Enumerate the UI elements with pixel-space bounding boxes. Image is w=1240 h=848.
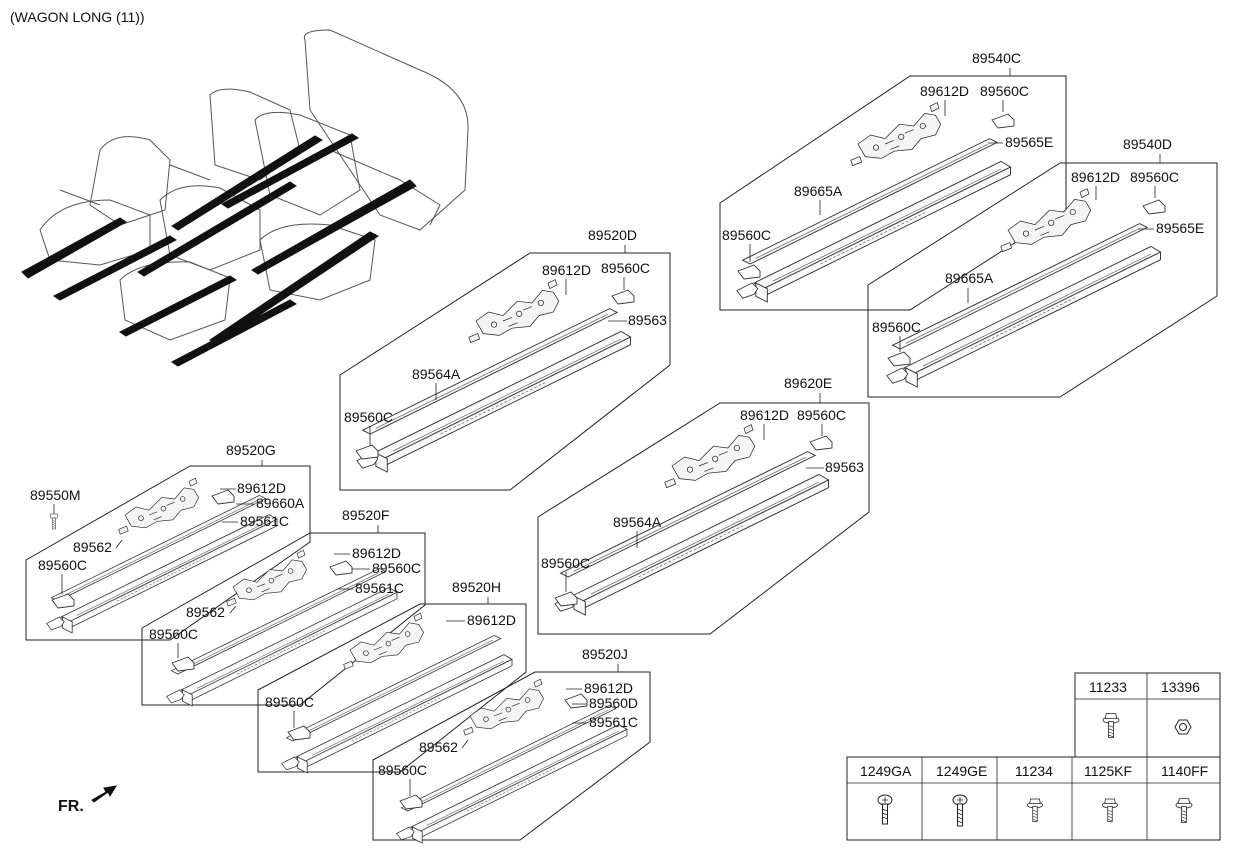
part-label-89560d[interactable]: 89560D bbox=[589, 695, 638, 711]
part-label-89560c[interactable]: 89560C bbox=[601, 260, 650, 276]
part-label-89660a[interactable]: 89660A bbox=[256, 495, 305, 511]
fastener-label-1140ff[interactable]: 1140FF bbox=[1161, 763, 1208, 779]
fastener-label-11234[interactable]: 11234 bbox=[1015, 763, 1053, 779]
part-label-89560c[interactable]: 89560C bbox=[797, 407, 846, 423]
group-89520f: 89520F 89612D 89560C 89561C 89562 89560C bbox=[141, 507, 426, 707]
standalone-bolt-89550m: 89550M bbox=[30, 487, 81, 530]
group-label-89540c: 89540C bbox=[972, 50, 1021, 66]
fastener-label-1249ga[interactable]: 1249GA bbox=[860, 763, 912, 779]
part-label-89612d[interactable]: 89612D bbox=[920, 83, 969, 99]
part-label-89612d[interactable]: 89612D bbox=[352, 545, 401, 561]
front-direction-indicator: FR. bbox=[58, 785, 117, 815]
part-label-89560c[interactable]: 89560C bbox=[265, 694, 314, 710]
part-label-89560c[interactable]: 89560C bbox=[378, 762, 427, 778]
group-89520g: 89520G 89612D 89660A 89561C 89562 89560C bbox=[25, 442, 311, 641]
diagram-title: (WAGON LONG (11)) bbox=[10, 9, 145, 25]
part-label-89665a[interactable]: 89665A bbox=[794, 183, 843, 199]
part-label-89560c[interactable]: 89560C bbox=[38, 557, 87, 573]
fastener-label-1125kf[interactable]: 1125KF bbox=[1084, 763, 1132, 779]
part-label-89560c[interactable]: 89560C bbox=[1130, 169, 1179, 185]
part-label-89564a[interactable]: 89564A bbox=[412, 366, 461, 382]
part-label-89560c[interactable]: 89560C bbox=[872, 319, 921, 335]
part-label-89612d[interactable]: 89612D bbox=[1071, 169, 1120, 185]
group-label-89520j: 89520J bbox=[582, 646, 628, 662]
group-89520d: 89520D 89612D 89560C 89563 89564A 89560C bbox=[339, 227, 671, 491]
group-89620e: 89620E 89612D 89560C 89563 89564A 89560C bbox=[537, 375, 870, 635]
part-label-89560c[interactable]: 89560C bbox=[344, 409, 393, 425]
part-label-89560c[interactable]: 89560C bbox=[372, 560, 421, 576]
part-label-89560c[interactable]: 89560C bbox=[722, 227, 771, 243]
part-label-89612d[interactable]: 89612D bbox=[237, 480, 286, 496]
group-label-89520f: 89520F bbox=[342, 507, 389, 523]
group-89540c: 89540C 89612D 89560C 89565E 89665A 89560… bbox=[719, 50, 1067, 311]
group-label-89620e: 89620E bbox=[784, 375, 832, 391]
fr-label: FR. bbox=[58, 798, 84, 815]
group-89520h: 89520H 89612D 89560C bbox=[257, 579, 527, 774]
part-label-89612d[interactable]: 89612D bbox=[467, 612, 516, 628]
screw-icon bbox=[952, 794, 968, 827]
fastener-label-1249ge[interactable]: 1249GE bbox=[936, 763, 987, 779]
group-label-89520h: 89520H bbox=[452, 579, 501, 595]
bolt-icon bbox=[49, 513, 59, 530]
part-label-89563[interactable]: 89563 bbox=[825, 459, 864, 475]
screw-icon bbox=[877, 794, 893, 825]
part-label-89612d[interactable]: 89612D bbox=[584, 680, 633, 696]
part-label-89562[interactable]: 89562 bbox=[73, 539, 112, 555]
part-label-89561c[interactable]: 89561C bbox=[355, 580, 404, 596]
fastener-label-11233[interactable]: 11233 bbox=[1089, 679, 1127, 695]
part-label-89561c[interactable]: 89561C bbox=[589, 714, 638, 730]
part-label-89665a[interactable]: 89665A bbox=[945, 270, 994, 286]
part-label-89565e[interactable]: 89565E bbox=[1005, 134, 1053, 150]
fastener-label-13396[interactable]: 13396 bbox=[1161, 679, 1200, 695]
group-89540d: 89540D 89612D 89560C 89565E 89665A 89560… bbox=[867, 136, 1218, 398]
seat-layout-illustration bbox=[21, 29, 469, 367]
part-label-89562[interactable]: 89562 bbox=[186, 604, 225, 620]
part-label-89550m[interactable]: 89550M bbox=[30, 487, 81, 503]
part-label-89562[interactable]: 89562 bbox=[419, 739, 458, 755]
group-label-89520d: 89520D bbox=[588, 227, 637, 243]
part-label-89612d[interactable]: 89612D bbox=[542, 262, 591, 278]
group-label-89540d: 89540D bbox=[1123, 136, 1172, 152]
part-label-89564a[interactable]: 89564A bbox=[613, 514, 662, 530]
fastener-table: 11233 13396 1249GA 1249GE 11234 1125KF 1… bbox=[846, 672, 1221, 841]
group-label-89520g: 89520G bbox=[226, 442, 276, 458]
hex-nut-icon bbox=[1174, 719, 1192, 735]
part-label-89565e[interactable]: 89565E bbox=[1156, 220, 1204, 236]
part-label-89560c[interactable]: 89560C bbox=[149, 626, 198, 642]
part-label-89560c[interactable]: 89560C bbox=[980, 83, 1029, 99]
part-label-89612d[interactable]: 89612D bbox=[740, 407, 789, 423]
part-label-89561c[interactable]: 89561C bbox=[240, 513, 289, 529]
group-89520j: 89520J 89612D 89560D 89561C 89562 89560C bbox=[372, 646, 651, 844]
part-label-89563[interactable]: 89563 bbox=[628, 312, 667, 328]
part-label-89560c[interactable]: 89560C bbox=[541, 555, 590, 571]
front-arrow-icon bbox=[91, 785, 117, 803]
